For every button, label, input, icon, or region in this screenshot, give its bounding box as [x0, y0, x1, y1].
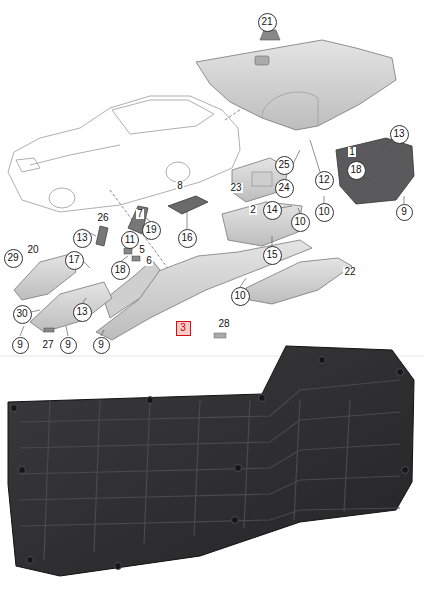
part-label: 5 — [138, 245, 146, 255]
bracket — [96, 226, 108, 246]
callout-number: 13 — [393, 129, 404, 139]
callout-circle: 25 — [275, 156, 294, 175]
callout-circle: 11 — [121, 231, 139, 249]
clip — [214, 333, 226, 338]
callout-circle: 21 — [258, 13, 277, 32]
callout-circle: 14 — [263, 201, 282, 220]
part-label: 2 — [249, 205, 257, 215]
callout-number: 16 — [181, 233, 192, 243]
callout-circle: 12 — [315, 171, 334, 190]
callout-number: 13 — [76, 307, 87, 317]
leader-lines — [20, 140, 404, 336]
callout-number: 15 — [266, 250, 277, 260]
callout-circle: 29 — [4, 249, 23, 268]
callout-circle: 18 — [347, 161, 366, 180]
clip — [44, 328, 54, 332]
callout-number: 29 — [7, 253, 18, 263]
part-label: 7 — [136, 209, 144, 219]
part-label: 20 — [26, 245, 39, 255]
callout-circle: 10 — [231, 287, 250, 306]
callout-circle: 10 — [291, 213, 310, 232]
front-floor-panel — [30, 282, 112, 332]
wedge-panel — [104, 260, 160, 318]
part-number: 22 — [344, 266, 355, 277]
callout-number: 25 — [278, 160, 289, 170]
callout-number: 9 — [17, 340, 23, 350]
callout-circle: 15 — [263, 246, 282, 265]
callout-number: 21 — [261, 17, 272, 27]
callout-number: 10 — [318, 207, 329, 217]
center-panel — [222, 202, 302, 246]
product-photo — [8, 346, 414, 576]
part-number: 26 — [97, 212, 108, 223]
callout-number: 9 — [98, 340, 104, 350]
callout-circle: 16 — [178, 229, 197, 248]
callout-circle: 9 — [93, 337, 110, 354]
callout-number: 18 — [350, 165, 361, 175]
callout-number: 13 — [76, 233, 87, 243]
callout-circle: 24 — [275, 179, 294, 198]
callout-number: 9 — [401, 207, 407, 217]
part-number: 2 — [250, 204, 256, 215]
callout-number: 18 — [114, 265, 125, 275]
part-number: 27 — [42, 339, 53, 350]
part-label: 27 — [41, 340, 54, 350]
part-number: 5 — [139, 244, 145, 255]
callout-circle: 17 — [65, 251, 84, 270]
floor-panel — [96, 240, 312, 340]
callout-number: 10 — [294, 217, 305, 227]
callout-number: 17 — [68, 255, 79, 265]
car-outline — [8, 96, 240, 212]
part-label: 1 — [348, 147, 356, 157]
callout-circle: 18 — [111, 261, 130, 280]
callout-number: 14 — [266, 205, 277, 215]
callout-number: 30 — [16, 309, 27, 319]
part-number: 1 — [349, 146, 355, 157]
part-label: 6 — [145, 256, 153, 266]
part-label: 28 — [217, 319, 230, 329]
callout-circle: 19 — [142, 221, 161, 240]
callout-number: 9 — [65, 340, 71, 350]
callout-circle: 9 — [60, 337, 77, 354]
strip — [168, 196, 208, 214]
part-label: 22 — [343, 267, 356, 277]
part-number: 8 — [177, 180, 183, 191]
callout-circle: 30 — [13, 305, 32, 324]
callout-circle: 9 — [12, 337, 29, 354]
part-label: 26 — [96, 213, 109, 223]
part-label: 8 — [176, 181, 184, 191]
callout-circle: 13 — [390, 125, 409, 144]
part-label: 23 — [229, 183, 242, 193]
part-number-box: 3 — [176, 321, 191, 336]
part-number: 7 — [137, 208, 143, 219]
callout-circle: 9 — [396, 204, 413, 221]
callout-number: 24 — [278, 183, 289, 193]
part-number: 28 — [218, 318, 229, 329]
part-number: 20 — [27, 244, 38, 255]
nut — [260, 30, 280, 40]
callout-circle: 13 — [73, 303, 92, 322]
rear-underbody-panel — [196, 40, 396, 130]
part-number: 23 — [230, 182, 241, 193]
callout-number: 3 — [180, 323, 186, 333]
callout-circle: 13 — [73, 229, 92, 248]
callout-number: 11 — [125, 235, 135, 245]
callout-number: 10 — [234, 291, 245, 301]
rear-shield — [336, 138, 414, 204]
part-number: 6 — [146, 255, 152, 266]
callout-circle: 10 — [315, 203, 334, 222]
callout-number: 19 — [145, 225, 156, 235]
callout-number: 12 — [318, 175, 329, 185]
